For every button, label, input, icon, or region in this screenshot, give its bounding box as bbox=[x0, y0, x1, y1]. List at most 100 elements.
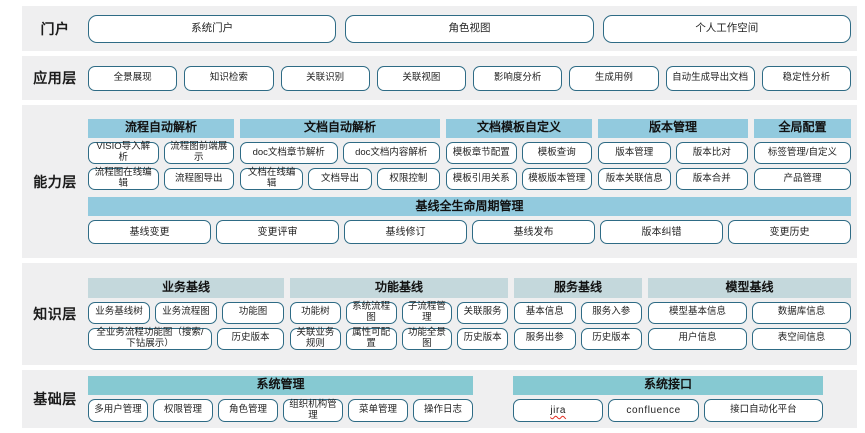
cap-0-1-1[interactable]: 流程图前端展示 bbox=[163, 142, 234, 164]
cap-1-2-2[interactable]: 权限控制 bbox=[376, 168, 440, 190]
group-title-1: 文档自动解析 bbox=[240, 118, 440, 138]
fd-0-item-5[interactable]: 操作日志 bbox=[413, 399, 473, 423]
fd-0-item-4[interactable]: 菜单管理 bbox=[348, 399, 408, 423]
portal-item-0[interactable]: 系统门户 bbox=[88, 14, 337, 43]
kn-1-2-2[interactable]: 功能全景图 bbox=[401, 327, 453, 350]
kn-3-row-1: 模型基本信息 数据库信息 bbox=[648, 301, 851, 324]
capability-body: 流程自动解析 VISIO导入解析 流程图前端展示 流程图在线编辑 流程图导出 文… bbox=[88, 118, 857, 245]
app-item-6[interactable]: 自动生成导出文档 bbox=[665, 65, 755, 91]
foundation-groups: 系统管理 多用户管理 权限管理 角色管理 组织机构管理 菜单管理 操作日志 系统… bbox=[88, 375, 851, 423]
kn-0-1-0[interactable]: 业务基线树 bbox=[88, 301, 150, 324]
lifecycle-item-3[interactable]: 基线发布 bbox=[472, 220, 595, 245]
cap-2-1-0[interactable]: 模板章节配置 bbox=[446, 142, 517, 164]
cap-2-2-0[interactable]: 模板引用关系 bbox=[446, 168, 517, 190]
kn-1-1-3[interactable]: 关联服务 bbox=[457, 301, 508, 324]
app-item-0[interactable]: 全景展现 bbox=[88, 65, 178, 91]
cap-1-2-0[interactable]: 文档在线编辑 bbox=[240, 168, 304, 190]
cap-0-1-0[interactable]: VISIO导入解析 bbox=[88, 142, 159, 164]
kn-2-1-1[interactable]: 服务入参 bbox=[580, 301, 642, 324]
kn-1-1-1[interactable]: 系统流程图 bbox=[345, 301, 397, 324]
group-0-row-2: 流程图在线编辑 流程图导出 bbox=[88, 168, 234, 190]
group-title-2: 文档模板自定义 bbox=[446, 118, 592, 138]
cap-2-2-1[interactable]: 模板版本管理 bbox=[521, 168, 592, 190]
cap-4-2-0[interactable]: 产品管理 bbox=[754, 168, 851, 190]
lifecycle-item-5[interactable]: 变更历史 bbox=[728, 220, 851, 245]
lifecycle-item-2[interactable]: 基线修订 bbox=[344, 220, 467, 245]
kn-0-1-1[interactable]: 业务流程图 bbox=[155, 301, 217, 324]
cap-0-2-1[interactable]: 流程图导出 bbox=[163, 168, 234, 190]
kn-1-1-2[interactable]: 子流程管理 bbox=[401, 301, 453, 324]
kn-0-1-2[interactable]: 功能图 bbox=[222, 301, 284, 324]
group-title-0: 流程自动解析 bbox=[88, 118, 234, 138]
kn-2-2-0[interactable]: 服务出参 bbox=[514, 327, 576, 350]
kn-1-2-0[interactable]: 关联业务规则 bbox=[290, 327, 341, 350]
kn-title-1: 功能基线 bbox=[290, 278, 508, 298]
group-title-4: 全局配置 bbox=[754, 118, 851, 138]
cap-0-2-0[interactable]: 流程图在线编辑 bbox=[88, 168, 159, 190]
cap-3-2-1[interactable]: 版本合并 bbox=[675, 168, 748, 190]
kn-3-1-0[interactable]: 模型基本信息 bbox=[648, 301, 747, 324]
kn-0-row-1: 业务基线树 业务流程图 功能图 bbox=[88, 301, 284, 324]
lifecycle-items: 基线变更 变更评审 基线修订 基线发布 版本纠错 变更历史 bbox=[88, 220, 851, 245]
fd-1-item-api-platform[interactable]: 接口自动化平台 bbox=[703, 399, 823, 423]
application-items: 全景展现 知识检索 关联识别 关联视图 影响度分析 生成用例 自动生成导出文档 … bbox=[88, 65, 851, 91]
knowledge-group-2: 服务基线 基本信息 服务入参 服务出参 历史版本 bbox=[514, 278, 642, 350]
cap-3-1-0[interactable]: 版本管理 bbox=[598, 142, 671, 164]
capability-group-2: 文档模板自定义 模板章节配置 模板查询 模板引用关系 模板版本管理 bbox=[446, 118, 592, 190]
lifecycle-item-4[interactable]: 版本纠错 bbox=[600, 220, 723, 245]
app-item-1[interactable]: 知识检索 bbox=[184, 65, 274, 91]
fd-1-item-confluence[interactable]: confluence bbox=[608, 399, 699, 423]
kn-3-1-1[interactable]: 数据库信息 bbox=[752, 301, 851, 324]
cap-1-2-1[interactable]: 文档导出 bbox=[308, 168, 372, 190]
app-item-7[interactable]: 稳定性分析 bbox=[761, 65, 851, 91]
cap-2-1-1[interactable]: 模板查询 bbox=[521, 142, 592, 164]
group-3-row-1: 版本管理 版本比对 bbox=[598, 142, 748, 164]
kn-1-row-1: 功能树 系统流程图 子流程管理 关联服务 bbox=[290, 301, 508, 324]
fd-0-item-2[interactable]: 角色管理 bbox=[218, 399, 278, 423]
layer-knowledge: 知识层 业务基线 业务基线树 业务流程图 功能图 全业务流程功能图（搜索/下钻展… bbox=[22, 263, 857, 365]
kn-1-2-1[interactable]: 属性可配置 bbox=[345, 327, 397, 350]
fd-0-item-1[interactable]: 权限管理 bbox=[153, 399, 213, 423]
portal-item-1[interactable]: 角色视图 bbox=[345, 14, 594, 43]
capability-lifecycle: 基线全生命周期管理 基线变更 变更评审 基线修订 基线发布 版本纠错 变更历史 bbox=[88, 197, 851, 245]
fd-0-item-3[interactable]: 组织机构管理 bbox=[283, 399, 343, 423]
fd-0-item-0[interactable]: 多用户管理 bbox=[88, 399, 148, 423]
kn-0-2-0[interactable]: 全业务流程功能图（搜索/下钻展示） bbox=[88, 327, 212, 350]
group-title-3: 版本管理 bbox=[598, 118, 748, 138]
app-item-3[interactable]: 关联视图 bbox=[376, 65, 466, 91]
app-item-2[interactable]: 关联识别 bbox=[280, 65, 370, 91]
layer-foundation: 基础层 系统管理 多用户管理 权限管理 角色管理 组织机构管理 菜单管理 操作日… bbox=[22, 370, 857, 428]
cap-3-2-0[interactable]: 版本关联信息 bbox=[598, 168, 671, 190]
fd-1-item-jira[interactable]: jira bbox=[513, 399, 604, 423]
group-1-row-2: 文档在线编辑 文档导出 权限控制 bbox=[240, 168, 440, 190]
fd-title-1: 系统接口 bbox=[513, 375, 823, 396]
kn-2-2-1[interactable]: 历史版本 bbox=[580, 327, 642, 350]
capability-group-4: 全局配置 标签管理/自定义 产品管理 bbox=[754, 118, 851, 190]
lifecycle-item-1[interactable]: 变更评审 bbox=[216, 220, 339, 245]
knowledge-groups: 业务基线 业务基线树 业务流程图 功能图 全业务流程功能图（搜索/下钻展示） 历… bbox=[88, 278, 851, 350]
cap-1-1-0[interactable]: doc文档章节解析 bbox=[240, 142, 338, 164]
kn-3-row-2: 用户信息 表空间信息 bbox=[648, 327, 851, 350]
kn-1-1-0[interactable]: 功能树 bbox=[290, 301, 341, 324]
cap-3-1-1[interactable]: 版本比对 bbox=[675, 142, 748, 164]
kn-3-2-0[interactable]: 用户信息 bbox=[648, 327, 747, 350]
kn-0-2-1[interactable]: 历史版本 bbox=[217, 327, 284, 350]
lifecycle-item-0[interactable]: 基线变更 bbox=[88, 220, 211, 245]
portal-body: 系统门户 角色视图 个人工作空间 bbox=[88, 14, 857, 43]
knowledge-body: 业务基线 业务基线树 业务流程图 功能图 全业务流程功能图（搜索/下钻展示） 历… bbox=[88, 278, 857, 350]
cap-1-1-1[interactable]: doc文档内容解析 bbox=[342, 142, 440, 164]
app-item-4[interactable]: 影响度分析 bbox=[473, 65, 563, 91]
kn-1-2-3[interactable]: 历史版本 bbox=[457, 327, 508, 350]
kn-1-row-2: 关联业务规则 属性可配置 功能全景图 历史版本 bbox=[290, 327, 508, 350]
cap-4-1-0[interactable]: 标签管理/自定义 bbox=[754, 142, 851, 164]
capability-group-0: 流程自动解析 VISIO导入解析 流程图前端展示 流程图在线编辑 流程图导出 bbox=[88, 118, 234, 190]
layer-label-knowledge: 知识层 bbox=[33, 306, 77, 322]
kn-0-row-2: 全业务流程功能图（搜索/下钻展示） 历史版本 bbox=[88, 327, 284, 350]
app-item-5[interactable]: 生成用例 bbox=[569, 65, 659, 91]
layer-label-application: 应用层 bbox=[33, 70, 77, 86]
fd-title-0: 系统管理 bbox=[88, 375, 473, 396]
foundation-body: 系统管理 多用户管理 权限管理 角色管理 组织机构管理 菜单管理 操作日志 系统… bbox=[88, 375, 857, 423]
kn-3-2-1[interactable]: 表空间信息 bbox=[752, 327, 851, 350]
kn-2-1-0[interactable]: 基本信息 bbox=[514, 301, 576, 324]
portal-item-2[interactable]: 个人工作空间 bbox=[602, 14, 851, 43]
